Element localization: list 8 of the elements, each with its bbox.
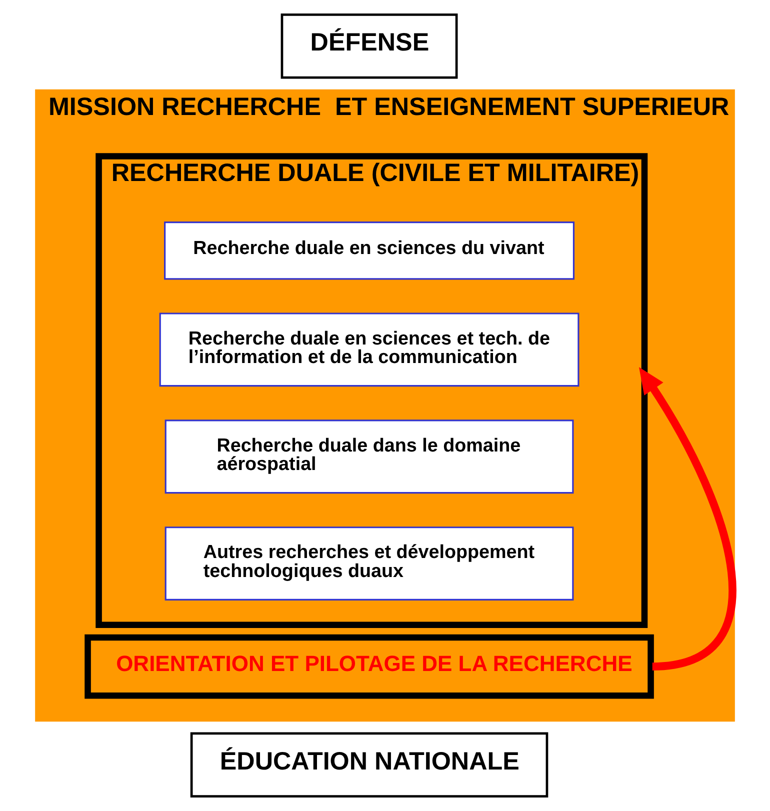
node-box: Recherche duale dans le domaine aérospatial — [164, 420, 574, 494]
node-box: Recherche duale en sciences et tech. de l’information et de la communication — [159, 312, 580, 387]
node-box: ORIENTATION ET PILOTAGE DE LA RECHERCHE — [84, 634, 654, 699]
node-box: ÉDUCATION NATIONALE — [190, 732, 548, 798]
arrow — [638, 367, 736, 670]
node-box: Recherche duale en sciences du vivant — [164, 222, 574, 280]
node-box: Autres recherches et développement technologiques duaux — [164, 526, 574, 600]
node-box: DÉFENSE — [280, 14, 458, 79]
